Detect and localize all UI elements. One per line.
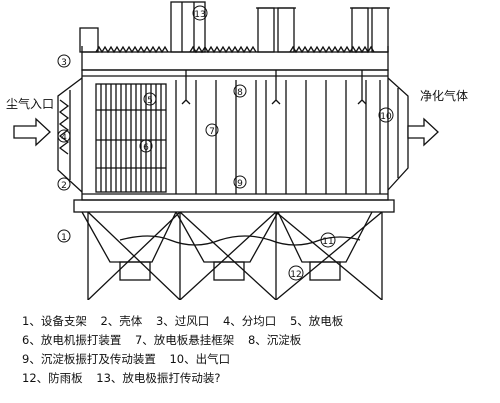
svg-text:12: 12 [290, 270, 301, 280]
legend-row-4: 12、防雨板 13、放电极振打传动装? [22, 369, 492, 388]
outlet-arrow-icon [407, 117, 439, 147]
marker-10: 10 [380, 112, 392, 122]
collecting-plates [175, 70, 381, 194]
marker-6: 6 [143, 143, 149, 153]
svg-text:13: 13 [194, 10, 205, 20]
svg-text:10: 10 [380, 112, 392, 122]
legend: 1、设备支架 2、壳体 3、过风口 4、分均口 5、放电板 6、放电机振打装置 … [22, 312, 492, 388]
legend-row-1: 1、设备支架 2、壳体 3、过风口 4、分均口 5、放电板 [22, 312, 492, 331]
legend-item: 4、分均口 [222, 314, 277, 328]
dust-inlet-label: 尘气入口 [6, 96, 54, 111]
legend-item: 3、过风口 [155, 314, 210, 328]
svg-text:9: 9 [237, 179, 243, 189]
legend-row-3: 9、沉淀板振打及传动装置 10、出气口 [22, 350, 492, 369]
marker-8: 8 [237, 88, 243, 98]
marker-3: 3 [61, 58, 67, 68]
marker-1: 1 [61, 233, 67, 243]
svg-text:8: 8 [237, 88, 243, 98]
rapping-towers [79, 1, 390, 53]
shell-body [81, 69, 389, 201]
svg-text:5: 5 [147, 96, 153, 106]
marker-7: 7 [209, 127, 215, 137]
legend-item: 7、放电板悬挂框架 [134, 333, 235, 347]
legend-item: 6、放电机振打装置 [22, 333, 122, 347]
electrostatic-precipitator-diagram: 尘气入口 净化气体 1 2 3 4 5 6 7 8 9 10 11 12 13 [6, 1, 468, 300]
legend-item: 12、防雨板 [22, 371, 83, 385]
clean-gas-label: 净化气体 [420, 88, 468, 103]
legend-item: 1、设备支架 [22, 314, 87, 328]
legend-row-2: 6、放电机振打装置 7、放电板悬挂框架 8、沉淀板 [22, 331, 492, 350]
support-frame [73, 199, 395, 300]
marker-5: 5 [147, 96, 153, 106]
outlet-horn [387, 77, 409, 191]
svg-text:7: 7 [209, 127, 215, 137]
legend-item: 5、放电板 [289, 314, 344, 328]
discharge-electrode-frame [95, 83, 167, 193]
rain-cover-roof [81, 45, 389, 71]
svg-text:6: 6 [143, 143, 149, 153]
marker-12: 12 [290, 270, 301, 280]
legend-item: 10、出气口 [169, 352, 231, 366]
svg-text:11: 11 [322, 237, 333, 247]
svg-text:3: 3 [61, 58, 67, 68]
legend-item: 9、沉淀板振打及传动装置 [22, 352, 156, 366]
inlet-arrow-icon [13, 117, 51, 147]
svg-text:4: 4 [61, 133, 67, 143]
legend-item: 8、沉淀板 [247, 333, 302, 347]
marker-11: 11 [322, 237, 333, 247]
marker-13: 13 [194, 10, 205, 20]
svg-text:2: 2 [61, 181, 67, 191]
legend-item: 2、壳体 [100, 314, 143, 328]
marker-2: 2 [61, 181, 67, 191]
legend-item: 13、放电极振打传动装? [96, 371, 221, 385]
svg-text:1: 1 [61, 233, 67, 243]
marker-4: 4 [61, 133, 67, 143]
marker-9: 9 [237, 179, 243, 189]
